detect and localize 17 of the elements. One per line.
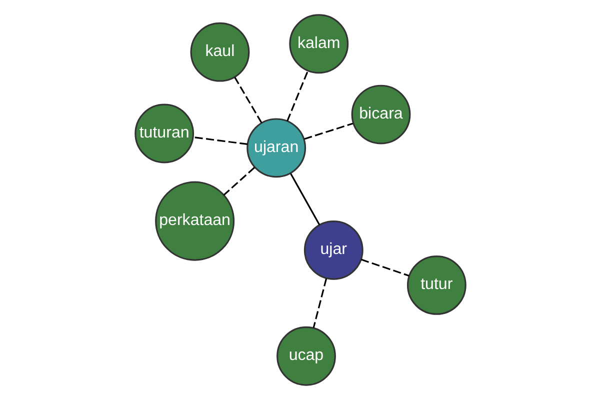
connector [290,173,320,226]
connector [312,278,327,328]
node-circle: bicara [350,84,410,144]
node-circle: tutur [406,255,466,315]
connector [222,166,255,196]
node-circle: ucap [276,326,336,386]
connector [286,70,308,122]
node-circle: kaul [190,22,250,82]
connector [192,136,248,145]
node-circle: tuturan [134,104,194,164]
connector [360,258,409,277]
node-circle: ujaran [246,118,306,178]
connector [304,122,353,140]
node-circle: kalam [288,14,348,74]
connector [234,77,262,124]
node-circle: ujar [303,220,363,280]
node-circle: perkataan [154,181,234,261]
